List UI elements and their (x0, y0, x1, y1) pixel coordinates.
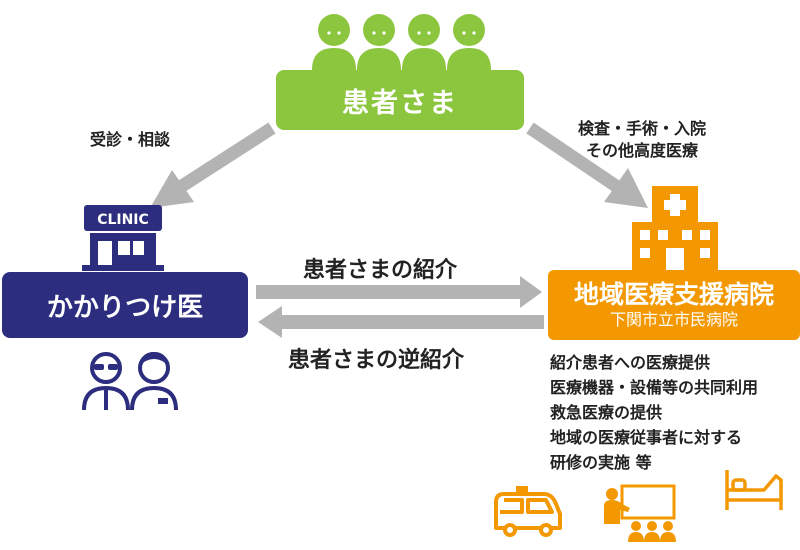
ambulance-icon (494, 486, 562, 537)
service-item: 研修の実施 等 (550, 453, 652, 472)
patients-node: 患者さま (276, 70, 524, 130)
hospital-label: 地域医療支援病院 (573, 280, 774, 309)
service-item: 地域の医療従事者に対する (550, 428, 743, 447)
exam-label: 検査・手術・入院 その他高度医療 (578, 118, 706, 162)
clinic-building-icon: CLINIC (82, 205, 164, 271)
lecture-icon (604, 484, 676, 542)
exam-label-line2: その他高度医療 (586, 141, 699, 160)
clinic-sign-text: CLINIC (97, 212, 149, 228)
back-referral-label: 患者さまの逆紹介 (288, 348, 465, 373)
arrow-patients-to-hospital (526, 122, 648, 208)
service-item: 医療機器・設備等の共同利用 (550, 378, 759, 397)
arrow-patients-to-clinic (150, 122, 276, 208)
hospital-bed-icon (725, 470, 783, 510)
clinic-label: かかりつけ医 (46, 292, 204, 323)
referral-label: 患者さまの紹介 (303, 258, 458, 283)
hospital-sublabel: 下関市立市民病院 (609, 310, 738, 329)
services-list: 紹介患者への医療提供 医療機器・設備等の共同利用 救急医療の提供 地域の医療従事… (550, 350, 758, 475)
patients-group-icon (312, 14, 491, 70)
clinic-node: かかりつけ医 (2, 272, 248, 338)
service-item: 紹介患者への医療提供 (550, 353, 711, 372)
patients-label: 患者さま (342, 87, 458, 119)
hospital-building-icon (632, 186, 718, 270)
service-item: 救急医療の提供 (550, 403, 663, 422)
arrow-referral (256, 276, 542, 308)
exam-label-line1: 検査・手術・入院 (578, 119, 707, 138)
consult-label: 受診・相談 (90, 130, 171, 149)
arrow-back-referral (258, 306, 544, 338)
hospital-node: 地域医療支援病院 下関市立市民病院 (548, 270, 800, 340)
doctors-icon (82, 352, 178, 411)
